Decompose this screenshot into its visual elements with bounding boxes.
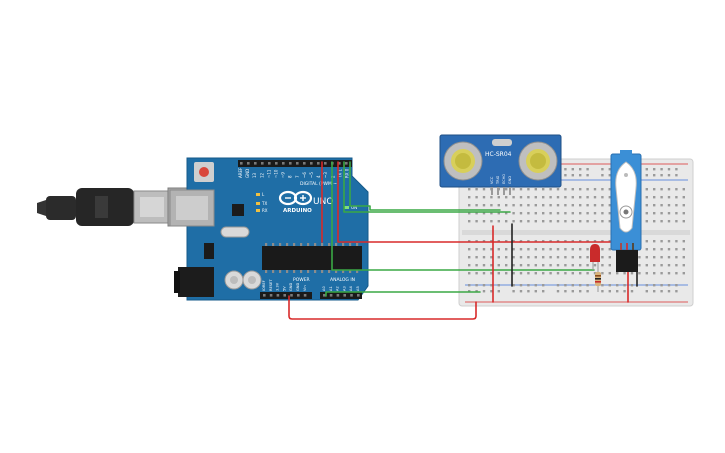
- arduino-brand-label: ARDUINO: [283, 208, 312, 214]
- wire-green-analog[interactable]: [325, 291, 481, 297]
- digital-header-label: DIGITAL (PWM ~): [300, 181, 339, 187]
- sensor-pin-label: GND: [508, 176, 512, 184]
- analog-header: [320, 292, 362, 299]
- wire-red-signal[interactable]: [337, 161, 521, 243]
- usb-chip: [232, 204, 244, 216]
- digital-pin-label: ~3: [323, 172, 328, 178]
- digital-pin-label: ~11: [266, 169, 271, 178]
- digital-pin-label: ~5: [309, 172, 314, 178]
- digital-pin-label: GND: [245, 169, 250, 178]
- sensor-model-label: HC-SR04: [485, 151, 512, 158]
- power-header-label: POWER: [293, 277, 310, 283]
- digital-pin-label: AREF: [238, 167, 243, 178]
- rx-led: [256, 209, 260, 212]
- servo-motor[interactable]: [610, 150, 642, 272]
- reset-button-cap: [199, 167, 209, 177]
- l-led-label: L: [262, 192, 265, 197]
- wire-red-5v[interactable]: [288, 295, 477, 320]
- analog-pin-label: A2: [336, 286, 340, 291]
- usb-cable[interactable]: [37, 187, 191, 227]
- regulator: [204, 243, 214, 259]
- usb-cable-strain-tip: [37, 200, 46, 216]
- arduino-model-label: UNO: [313, 197, 333, 207]
- power-pin-label: 3.3V: [276, 282, 280, 291]
- rx-led-label: RX: [262, 208, 268, 213]
- digital-pin-label: 4: [316, 175, 321, 178]
- breadboard-channel: [462, 230, 690, 235]
- analog-pin-label: A5: [356, 286, 360, 291]
- power-pin-label: IOREF: [262, 280, 266, 291]
- wire-green-led[interactable]: [331, 161, 595, 271]
- crystal: [220, 226, 250, 238]
- arduino-logo: [278, 190, 313, 206]
- analog-pin-label: A0: [322, 286, 326, 291]
- digital-pin-label: 12: [259, 172, 264, 178]
- digital-pin-label: TX 1: [337, 169, 342, 179]
- power-pin-label: Vin: [303, 285, 307, 291]
- digital-header: [238, 160, 352, 167]
- analog-pin-label: A4: [349, 286, 353, 291]
- servo-connector: [616, 250, 638, 272]
- digital-pin-label: ~10: [274, 169, 279, 178]
- power-barrel-jack: [178, 267, 214, 297]
- sensor-crystal: [492, 139, 512, 146]
- sensor-pin-label: ECHO: [502, 174, 506, 184]
- on-led-label: ON: [351, 205, 357, 210]
- digital-pin-label: RX 0: [345, 168, 350, 178]
- digital-pin-label: ~6: [302, 172, 307, 178]
- wire-green-trig[interactable]: [343, 161, 511, 213]
- sensor-pin-label: VCC: [490, 176, 494, 184]
- tx-led: [256, 202, 260, 205]
- atmega-chip: [262, 246, 362, 270]
- led-body: [590, 244, 600, 262]
- analog-pin-label: A1: [329, 286, 333, 291]
- sensor-pin-label: TRIG: [496, 175, 500, 185]
- l-led: [256, 193, 260, 196]
- tx-led-label: TX: [261, 201, 267, 206]
- power-pin-label: RESET: [269, 279, 273, 291]
- resistor[interactable]: [595, 266, 601, 292]
- digital-pin-label: 7: [295, 175, 300, 178]
- analog-header-label: ANALOG IN: [330, 277, 355, 283]
- power-pin-label: 5V: [282, 286, 286, 291]
- digital-pin-label: ~9: [281, 172, 286, 178]
- wire-green-echo[interactable]: [349, 161, 501, 211]
- led[interactable]: [590, 244, 600, 270]
- digital-pin-label: 13: [252, 172, 257, 178]
- power-pin-label: GND: [289, 283, 293, 291]
- digital-pin-label: 8: [288, 175, 293, 178]
- analog-pin-label: A3: [342, 286, 346, 291]
- usb-cable-boot: [46, 196, 76, 220]
- power-pin-label: GND: [296, 283, 300, 291]
- on-led: [344, 206, 349, 209]
